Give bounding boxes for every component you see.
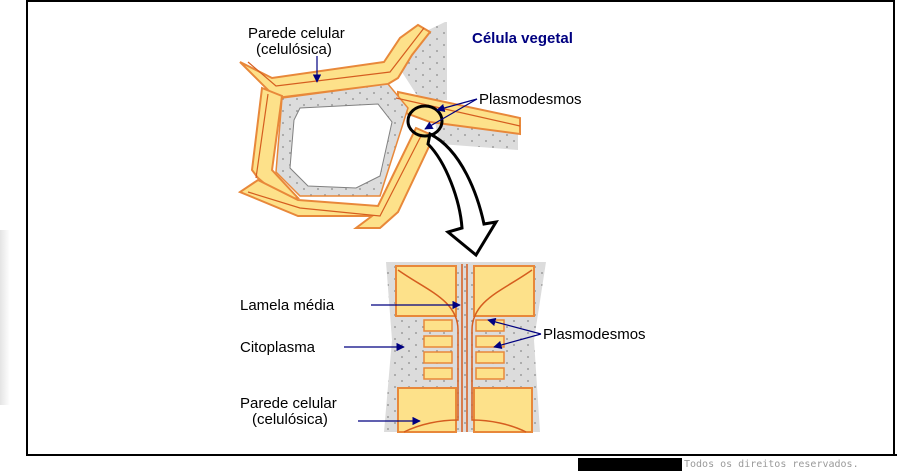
label-lamela-media: Lamela média	[240, 297, 335, 314]
label-parede-bottom-line1: Parede celular	[240, 395, 337, 412]
label-plasmodesmos-top: Plasmodesmos	[479, 91, 582, 108]
label-parede-top-line1: Parede celular	[248, 25, 345, 42]
cell-vacuole	[290, 104, 392, 188]
zoom-arrow	[428, 134, 496, 255]
plant-cell-diagram: Célula vegetal Parede celular (celulósic…	[0, 0, 897, 454]
diagram-title: Célula vegetal	[472, 30, 573, 47]
label-plasmodesmos-bottom: Plasmodesmos	[543, 326, 646, 343]
label-parede-top-line2: (celulósica)	[256, 41, 332, 58]
plasmodesmata-enlarged-illustration	[384, 262, 546, 432]
label-parede-bottom-line2: (celulósica)	[252, 411, 328, 428]
footer-divider	[26, 454, 897, 456]
redacted-block	[578, 458, 682, 471]
copyright-text: Todos os direitos reservados.	[684, 458, 859, 471]
label-citoplasma: Citoplasma	[240, 339, 316, 356]
